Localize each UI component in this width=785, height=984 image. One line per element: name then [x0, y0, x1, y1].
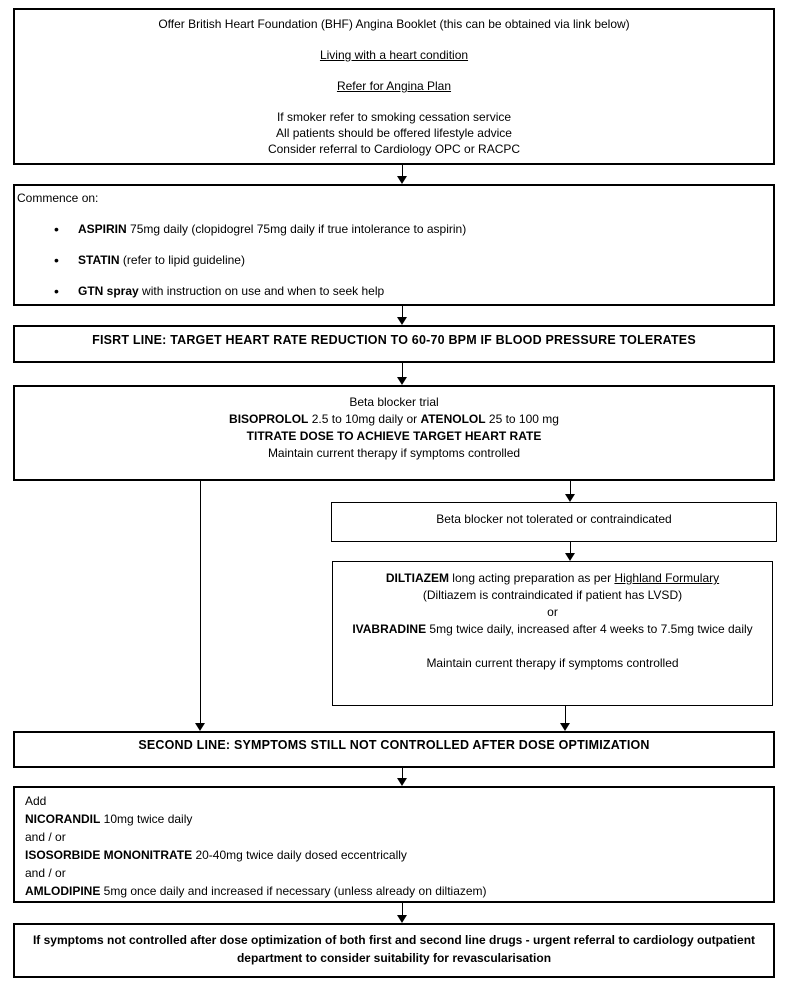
maintain-therapy-text-2: Maintain current therapy if symptoms con…: [426, 656, 679, 670]
beta-blocker-trial-title: Beta blocker trial: [349, 395, 439, 409]
or-text: or: [547, 605, 558, 619]
living-with-heart-condition-link[interactable]: Living with a heart condition: [319, 48, 469, 62]
lifestyle-advice-text: All patients should be offered lifestyle…: [276, 126, 512, 140]
nicorandil-drug-name: NICORANDIL: [25, 812, 101, 826]
diltiazem-contraindication-text: (Diltiazem is contraindicated if patient…: [422, 588, 683, 602]
bisoprolol-dose-text: 2.5 to 10mg daily or: [308, 412, 421, 426]
arrow-alternatives-to-secondline: [559, 706, 571, 731]
arrow-betablocker-to-nottolerated: [564, 481, 576, 502]
ivabradine-dose-text: 5mg twice daily, increased after 4 weeks…: [426, 622, 753, 636]
cardiology-referral-text: Consider referral to Cardiology OPC or R…: [267, 142, 521, 156]
arrow-offer-to-commence: [396, 165, 408, 184]
amlodipine-line: AMLODIPINE 5mg once daily and increased …: [25, 882, 763, 900]
gtn-note-text: with instruction on use and when to seek…: [138, 284, 385, 298]
connector-betablocker-to-secondline: [194, 481, 206, 731]
urgent-referral-text: If symptoms not controlled after dose op…: [32, 933, 756, 965]
nicorandil-dose-text: 10mg twice daily: [100, 812, 193, 826]
isosorbide-line: ISOSORBIDE MONONITRATE 20-40mg twice dai…: [25, 846, 763, 864]
beta-blocker-trial-box: Beta blocker trial BISOPROLOL 2.5 to 10m…: [13, 385, 775, 481]
ivabradine-drug-name: IVABRADINE: [352, 622, 427, 636]
aspirin-dose-text: 75mg daily (clopidogrel 75mg daily if tr…: [126, 222, 467, 236]
aspirin-item: ASPIRIN 75mg daily (clopidogrel 75mg dai…: [17, 221, 765, 237]
diltiazem-prep-text: long acting preparation as per: [448, 571, 615, 585]
isosorbide-drug-name: ISOSORBIDE MONONITRATE: [25, 848, 193, 862]
and-or-text-1: and / or: [25, 830, 66, 844]
commence-bullet-list: ASPIRIN 75mg daily (clopidogrel 75mg dai…: [17, 221, 765, 299]
beta-blocker-drugs-line: BISOPROLOL 2.5 to 10mg daily or ATENOLOL…: [15, 411, 773, 428]
add-drugs-box: Add NICORANDIL 10mg twice daily and / or…: [13, 786, 775, 903]
gtn-drug-name: GTN spray: [78, 284, 139, 298]
highland-formulary-link[interactable]: Highland Formulary: [614, 571, 720, 585]
nicorandil-line: NICORANDIL 10mg twice daily: [25, 810, 763, 828]
aspirin-drug-name: ASPIRIN: [78, 222, 127, 236]
statin-drug-name: STATIN: [78, 253, 120, 267]
arrow-firstline-to-betablocker: [396, 363, 408, 385]
statin-note-text: (refer to lipid guideline): [119, 253, 245, 267]
diltiazem-line: DILTIAZEM long acting preparation as per…: [339, 570, 766, 587]
isosorbide-dose-text: 20-40mg twice daily dosed eccentrically: [192, 848, 407, 862]
gtn-item: GTN spray with instruction on use and wh…: [17, 283, 765, 299]
atenolol-drug-name: ATENOLOL: [420, 412, 486, 426]
maintain-therapy-text: Maintain current therapy if symptoms con…: [267, 446, 521, 460]
amlodipine-dose-text: 5mg once daily and increased if necessar…: [100, 884, 487, 898]
amlodipine-drug-name: AMLODIPINE: [25, 884, 101, 898]
commence-box: Commence on: ASPIRIN 75mg daily (clopido…: [13, 184, 775, 306]
alternatives-box: DILTIAZEM long acting preparation as per…: [332, 561, 773, 706]
not-tolerated-box: Beta blocker not tolerated or contraindi…: [331, 502, 777, 542]
statin-item: STATIN (refer to lipid guideline): [17, 252, 765, 268]
smoking-cessation-text: If smoker refer to smoking cessation ser…: [276, 110, 512, 124]
offer-booklet-text: Offer British Heart Foundation (BHF) Ang…: [158, 17, 630, 31]
urgent-referral-box: If symptoms not controlled after dose op…: [13, 923, 775, 978]
arrow-commence-to-firstline: [396, 306, 408, 325]
ivabradine-line: IVABRADINE 5mg twice daily, increased af…: [339, 621, 766, 638]
titrate-dose-text: TITRATE DOSE TO ACHIEVE TARGET HEART RAT…: [246, 429, 542, 443]
offer-booklet-box: Offer British Heart Foundation (BHF) Ang…: [13, 8, 775, 165]
refer-angina-plan-link[interactable]: Refer for Angina Plan: [336, 79, 452, 93]
second-line-banner-text: SECOND LINE: SYMPTOMS STILL NOT CONTROLL…: [138, 738, 650, 752]
arrow-nottolerated-to-alternatives: [564, 542, 576, 561]
add-title: Add: [25, 794, 47, 808]
not-tolerated-text: Beta blocker not tolerated or contraindi…: [436, 512, 672, 526]
atenolol-dose-text: 25 to 100 mg: [485, 412, 559, 426]
first-line-banner-text: FISRT LINE: TARGET HEART RATE REDUCTION …: [92, 333, 696, 347]
bisoprolol-drug-name: BISOPROLOL: [229, 412, 309, 426]
diltiazem-drug-name: DILTIAZEM: [385, 571, 449, 585]
first-line-banner: FISRT LINE: TARGET HEART RATE REDUCTION …: [13, 325, 775, 363]
and-or-text-2: and / or: [25, 866, 66, 880]
second-line-banner: SECOND LINE: SYMPTOMS STILL NOT CONTROLL…: [13, 731, 775, 768]
arrow-add-to-referral: [396, 903, 408, 923]
arrow-secondline-to-add: [396, 768, 408, 786]
commence-title: Commence on:: [17, 191, 99, 205]
